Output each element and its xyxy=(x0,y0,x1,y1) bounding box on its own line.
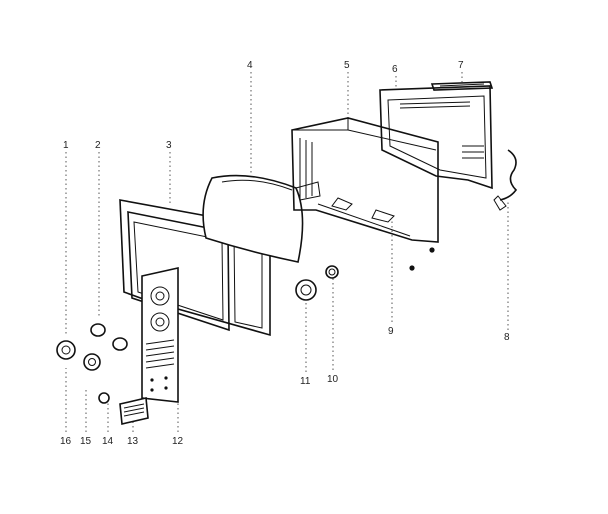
label-6: 6 xyxy=(392,64,398,75)
label-7: 7 xyxy=(458,60,464,71)
label-16: 16 xyxy=(60,436,72,447)
handle-bracket xyxy=(430,81,494,91)
part-labels: 1 2 3 4 5 6 7 8 9 10 11 12 13 14 15 16 xyxy=(60,60,510,447)
small-knob-10 xyxy=(325,265,339,279)
knob-16 xyxy=(56,340,76,360)
label-9: 9 xyxy=(388,326,394,337)
label-14: 14 xyxy=(102,436,114,447)
power-cord xyxy=(493,149,518,211)
label-13: 13 xyxy=(127,436,139,447)
rear-cover xyxy=(379,85,493,190)
picture-tube xyxy=(202,174,321,263)
label-11: 11 xyxy=(300,376,311,387)
label-2: 2 xyxy=(95,140,101,151)
label-15: 15 xyxy=(80,436,92,447)
screw-dot xyxy=(409,265,415,271)
label-10: 10 xyxy=(327,374,339,385)
label-8: 8 xyxy=(504,332,510,343)
ribbed-block xyxy=(119,397,149,425)
leader-lines xyxy=(65,72,509,432)
control-panel xyxy=(141,267,179,403)
round-dial-11 xyxy=(295,279,317,301)
knob-set-2 xyxy=(90,323,128,351)
label-12: 12 xyxy=(172,436,184,447)
knob-15 xyxy=(83,353,101,371)
screw-dot xyxy=(429,247,435,253)
cabinet-shell xyxy=(291,117,439,243)
label-5: 5 xyxy=(344,60,350,71)
small-knob-14 xyxy=(98,392,110,404)
label-4: 4 xyxy=(247,60,253,71)
label-3: 3 xyxy=(166,140,172,151)
label-1: 1 xyxy=(63,140,69,151)
